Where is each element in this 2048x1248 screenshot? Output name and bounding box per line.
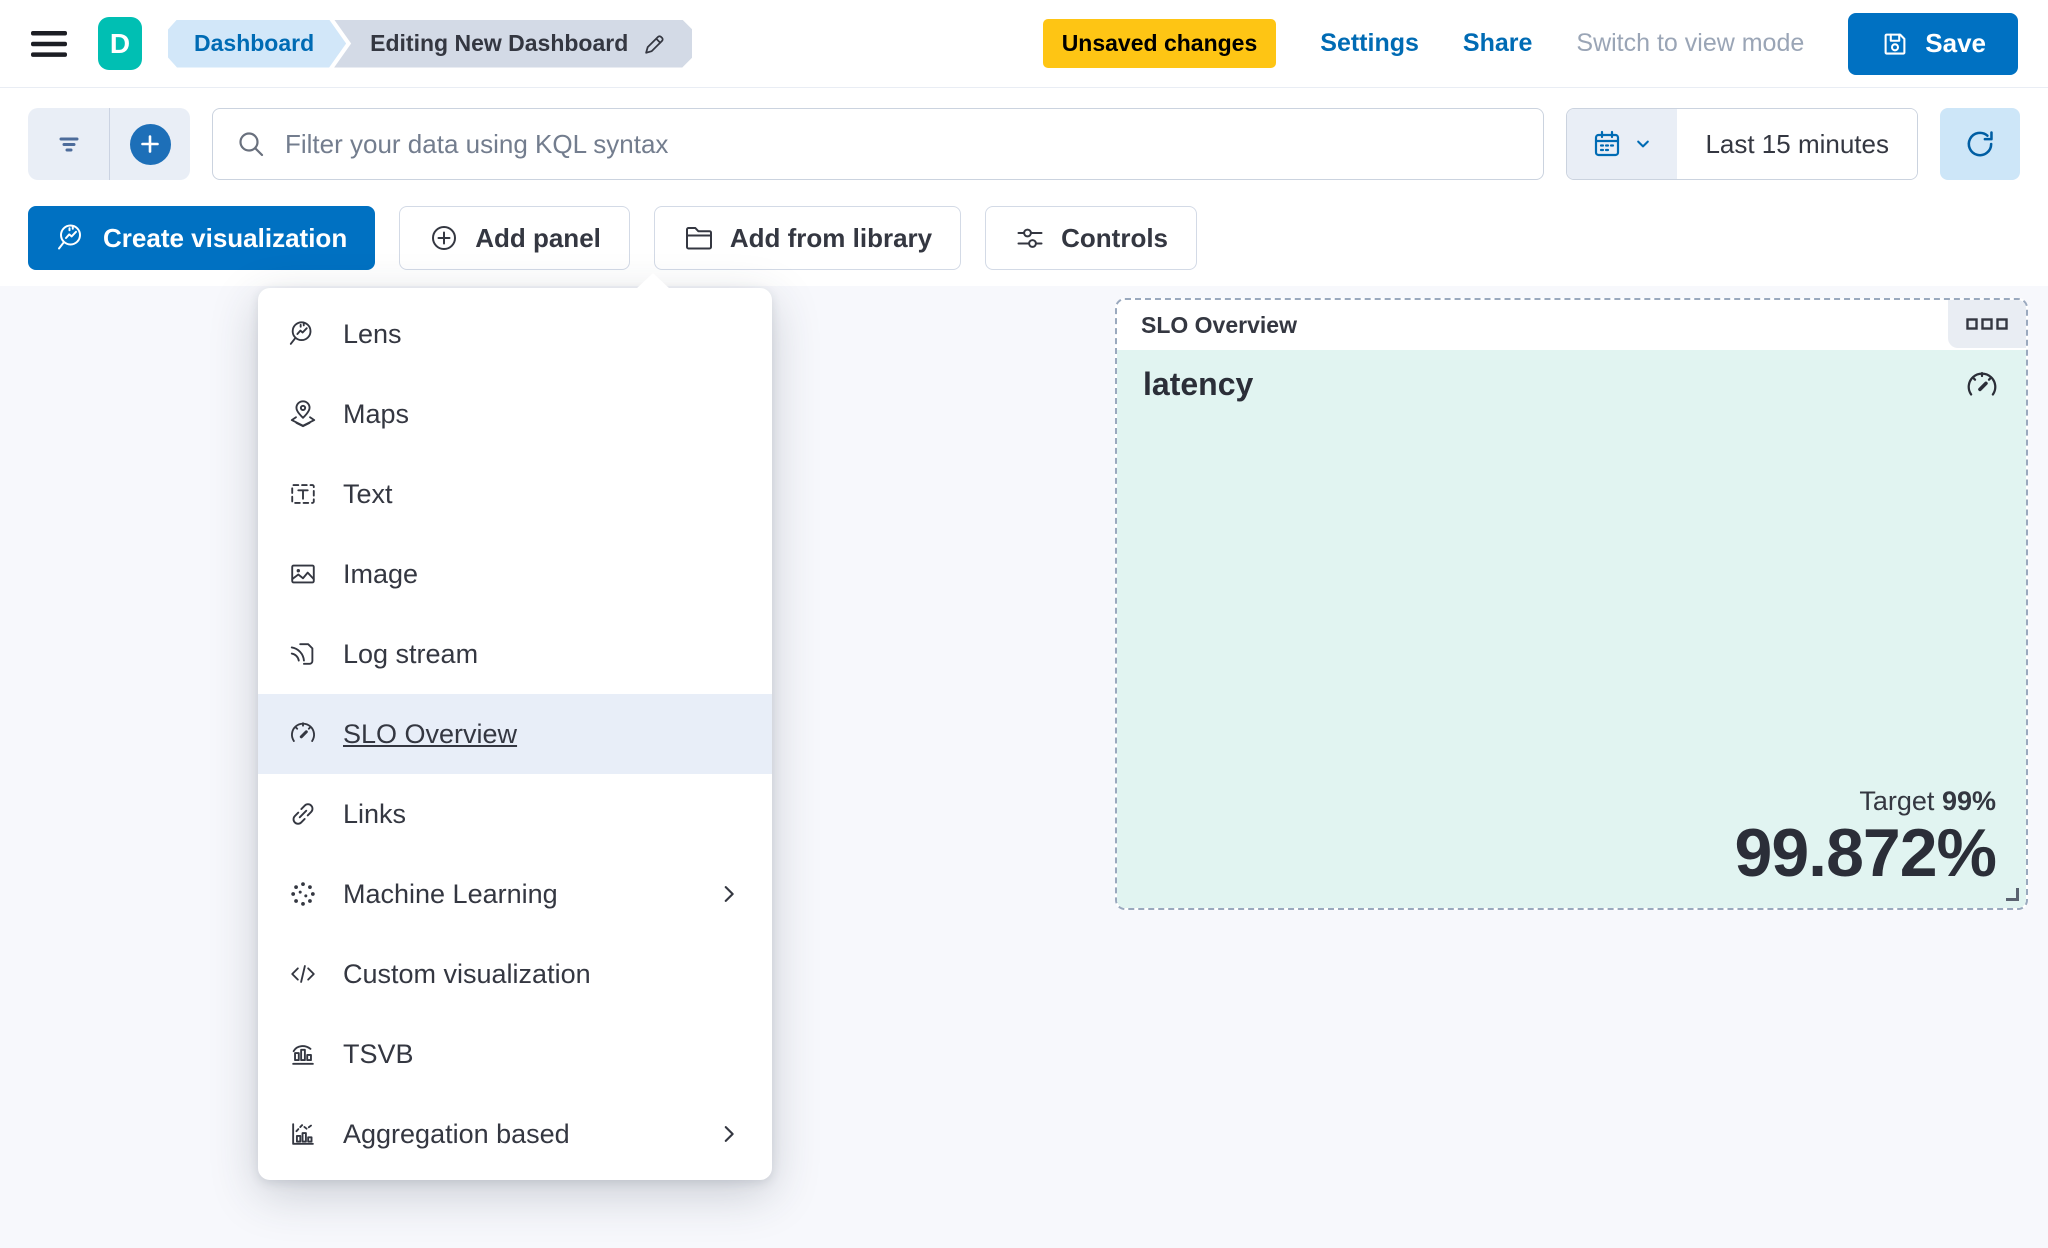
controls-button[interactable]: Controls (985, 206, 1198, 270)
switch-view-mode-link[interactable]: Switch to view mode (1576, 29, 1805, 57)
filters-button[interactable] (28, 108, 109, 180)
search-icon (239, 132, 264, 157)
chevron-down-icon (1637, 140, 1649, 148)
slo-metrics: Target 99% 99.872% (1734, 786, 1997, 891)
kql-search-box (212, 108, 1545, 180)
save-button[interactable]: Save (1848, 12, 2018, 75)
panel-title: SLO Overview (1141, 311, 1297, 338)
time-picker-calendar-button[interactable] (1567, 109, 1678, 179)
menu-item-label: Lens (343, 318, 402, 349)
gauge-icon (1967, 371, 1997, 396)
add-panel-label: Add panel (475, 222, 601, 253)
sliders-icon (1017, 228, 1043, 248)
panel-options-icon (1966, 317, 2008, 330)
chevron-right-icon (724, 886, 734, 902)
slo-target-line: Target 99% (1735, 786, 1996, 817)
unsaved-changes-badge: Unsaved changes (1042, 19, 1277, 68)
breadcrumb: Dashboard Editing New Dashboard (168, 20, 692, 68)
menu-item-label: Text (343, 478, 393, 509)
slo-overview-panel[interactable]: SLO Overview latency Target 99% (1115, 298, 2028, 910)
share-link[interactable]: Share (1462, 29, 1533, 57)
menu-item-links[interactable]: Links (258, 774, 772, 854)
lens-icon (58, 224, 81, 250)
menu-item-label: TSVB (343, 1038, 414, 1069)
add-from-library-button[interactable]: Add from library (653, 206, 962, 270)
time-range-button[interactable]: Last 15 minutes (1677, 109, 1917, 179)
maps-icon (290, 400, 316, 428)
dashboard-canvas: Lens Maps Text Image (0, 273, 2048, 1248)
breadcrumb-dashboard[interactable]: Dashboard (168, 20, 346, 68)
menu-item-label: SLO Overview (343, 718, 518, 749)
hamburger-icon (31, 30, 67, 57)
machine-learning-icon (291, 882, 315, 906)
menu-item-maps[interactable]: Maps (258, 374, 772, 454)
menu-item-machine-learning[interactable]: Machine Learning (258, 854, 772, 934)
chevron-right-icon (724, 1126, 734, 1142)
aggregation-icon (292, 1123, 314, 1145)
refresh-icon (1967, 131, 1993, 157)
save-floppy-icon (1884, 33, 1906, 55)
time-picker: Last 15 minutes (1566, 108, 1918, 180)
menu-item-slo-overview[interactable]: SLO Overview (258, 694, 772, 774)
panel-resize-handle[interactable] (2006, 888, 2019, 901)
code-icon (291, 965, 315, 983)
popover-arrow (636, 273, 670, 289)
filter-button-group (28, 108, 190, 180)
save-button-label: Save (1925, 28, 1986, 58)
text-icon (291, 484, 315, 504)
calendar-icon (1594, 130, 1620, 157)
add-panel-button[interactable]: Add panel (399, 206, 630, 270)
gauge-icon (291, 722, 315, 742)
create-visualization-button[interactable]: Create visualization (28, 206, 376, 270)
menu-item-aggregation-based[interactable]: Aggregation based (258, 1094, 772, 1174)
kql-search-input[interactable] (285, 128, 1522, 160)
menu-item-label: Log stream (343, 638, 479, 669)
app-header: D Dashboard Editing New Dashboard Unsave… (0, 0, 2048, 88)
image-icon (291, 564, 315, 584)
plus-circle-icon (432, 226, 457, 250)
add-filter-button[interactable] (109, 108, 190, 180)
log-stream-icon (290, 643, 314, 665)
dashboard-title-text: Editing New Dashboard (370, 30, 629, 56)
edit-toolbar: Create visualization Add panel Add from … (0, 200, 2048, 286)
filter-funnel-icon (59, 137, 78, 152)
menu-item-lens[interactable]: Lens (258, 294, 772, 374)
refresh-button[interactable] (1940, 108, 2020, 180)
lens-icon (289, 321, 312, 345)
menu-item-custom-visualization[interactable]: Custom visualization (258, 934, 772, 1014)
slo-value: 99.872% (1734, 814, 1997, 891)
controls-label: Controls (1061, 222, 1169, 253)
panel-header: SLO Overview (1117, 300, 2026, 350)
slo-target-value: 99% (1941, 785, 1996, 816)
slo-target-label: Target (1859, 785, 1935, 816)
panel-options-button[interactable] (1948, 300, 2026, 348)
folder-icon (685, 227, 712, 250)
hamburger-menu-button[interactable] (26, 25, 72, 63)
add-panel-menu: Lens Maps Text Image (258, 273, 772, 1180)
plus-circle-icon (129, 123, 171, 165)
pencil-icon (640, 30, 668, 58)
query-bar: Last 15 minutes (0, 88, 2048, 200)
breadcrumb-current-title[interactable]: Editing New Dashboard (334, 20, 692, 68)
slo-name: latency (1143, 366, 1254, 402)
menu-item-image[interactable]: Image (258, 534, 772, 614)
menu-item-text[interactable]: Text (258, 454, 772, 534)
space-avatar[interactable]: D (98, 17, 142, 70)
slo-panel-body: latency Target 99% 99.872% (1117, 350, 2026, 908)
tsvb-icon (292, 1045, 314, 1065)
menu-item-label: Maps (343, 398, 410, 429)
menu-item-label: Aggregation based (343, 1118, 570, 1149)
header-actions: Unsaved changes Settings Share Switch to… (1042, 12, 2018, 75)
menu-item-label: Custom visualization (343, 958, 591, 989)
create-visualization-label: Create visualization (103, 222, 348, 253)
menu-item-tsvb[interactable]: TSVB (258, 1014, 772, 1094)
settings-link[interactable]: Settings (1320, 29, 1419, 57)
menu-item-log-stream[interactable]: Log stream (258, 614, 772, 694)
add-from-library-label: Add from library (729, 222, 933, 253)
menu-item-label: Links (343, 798, 407, 829)
menu-item-label: Image (343, 558, 419, 589)
links-icon (292, 803, 314, 825)
menu-item-label: Machine Learning (343, 878, 558, 909)
